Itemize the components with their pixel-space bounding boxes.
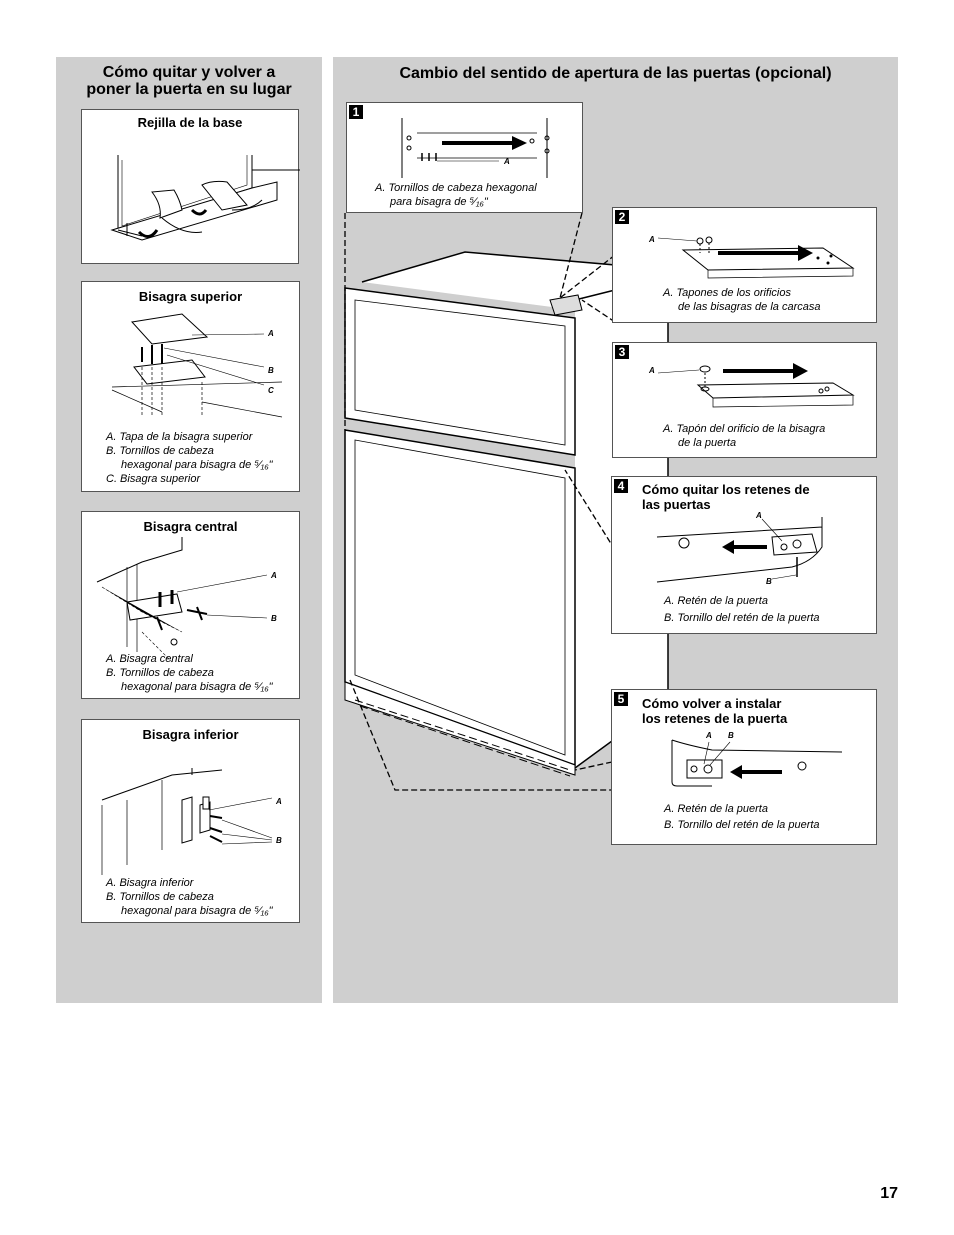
center-hinge-captions: A. Bisagra central B. Tornillos de cabez… <box>106 653 273 693</box>
step-2-label-a: A <box>649 235 655 244</box>
base-grille-title: Rejilla de la base <box>137 115 243 130</box>
step-1-label-a: A <box>504 157 510 166</box>
step-2-captions: A. Tapones de los orificios de las bisag… <box>663 287 821 313</box>
step-1-number: 1 <box>349 105 363 119</box>
base-grille-box: Rejilla de la base <box>81 109 300 264</box>
step-5-illustration <box>671 739 843 787</box>
step-1-box: 1 A A. Tornillos de cabeza hexagonal par… <box>346 102 583 213</box>
top-hinge-label-b: B <box>268 366 274 375</box>
step-3-illustration <box>657 363 855 408</box>
step-4-box: 4 Cómo quitar los retenes de las puertas… <box>611 476 877 634</box>
step-5-captions: A. Retén de la puerta B. Tornillo del re… <box>664 803 820 831</box>
top-hinge-label-a: A <box>268 329 274 338</box>
right-panel-title: Cambio del sentido de apertura de las pu… <box>399 65 832 82</box>
page-number: 17 <box>880 1185 898 1202</box>
step-4-label-a: A <box>756 511 762 520</box>
step-5-box: 5 Cómo volver a instalar los retenes de … <box>611 689 877 845</box>
step-4-captions: A. Retén de la puerta B. Tornillo del re… <box>664 595 820 624</box>
bottom-hinge-title: Bisagra inferior <box>142 727 239 742</box>
step-3-box: 3 A A. Tapón del orificio de la bisagra … <box>612 342 877 458</box>
center-hinge-box: Bisagra central A B A. Bisagra central B… <box>81 511 300 699</box>
top-hinge-illustration <box>111 313 283 418</box>
step-3-captions: A. Tapón del orificio de la bisagra de l… <box>663 423 826 449</box>
step-4-illustration <box>656 517 823 583</box>
step-2-box: 2 A A. Tapones de los orificios de las b… <box>612 207 877 323</box>
bottom-hinge-box: Bisagra inferior A B A. Bisagra inferior… <box>81 719 300 923</box>
top-hinge-title: Bisagra superior <box>138 289 243 304</box>
center-hinge-label-a: A <box>271 571 277 580</box>
step-1-illustration <box>401 118 550 178</box>
center-hinge-title: Bisagra central <box>143 519 238 534</box>
step-5-label-a: A <box>706 731 712 740</box>
step-4-label-b: B <box>766 577 772 586</box>
top-hinge-box: Bisagra superior A B C A. Tapa de la bis… <box>81 281 300 492</box>
step-3-number: 3 <box>615 345 629 359</box>
center-hinge-illustration <box>96 537 268 663</box>
left-panel-title: Cómo quitar y volver a poner la puerta e… <box>86 64 292 98</box>
bottom-hinge-label-a: A <box>276 797 282 806</box>
step-5-number: 5 <box>614 692 628 706</box>
base-grille-illustration <box>110 155 300 241</box>
step-4-number: 4 <box>614 479 628 493</box>
bottom-hinge-captions: A. Bisagra inferior B. Tornillos de cabe… <box>106 877 273 917</box>
top-hinge-captions: A. Tapa de la bisagra superior B. Tornil… <box>106 431 273 485</box>
step-3-label-a: A <box>649 366 655 375</box>
step-2-number: 2 <box>615 210 629 224</box>
step-2-illustration <box>657 236 855 279</box>
step-5-label-b: B <box>728 731 734 740</box>
bottom-hinge-label-b: B <box>276 836 282 845</box>
bottom-hinge-illustration <box>101 768 273 875</box>
step-1-captions: A. Tornillos de cabeza hexagonal para bi… <box>375 182 537 208</box>
step-5-title: Cómo volver a instalar los retenes de la… <box>642 696 788 726</box>
center-hinge-label-b: B <box>271 614 277 623</box>
step-4-title: Cómo quitar los retenes de las puertas <box>642 482 810 512</box>
top-hinge-label-c: C <box>268 386 274 395</box>
